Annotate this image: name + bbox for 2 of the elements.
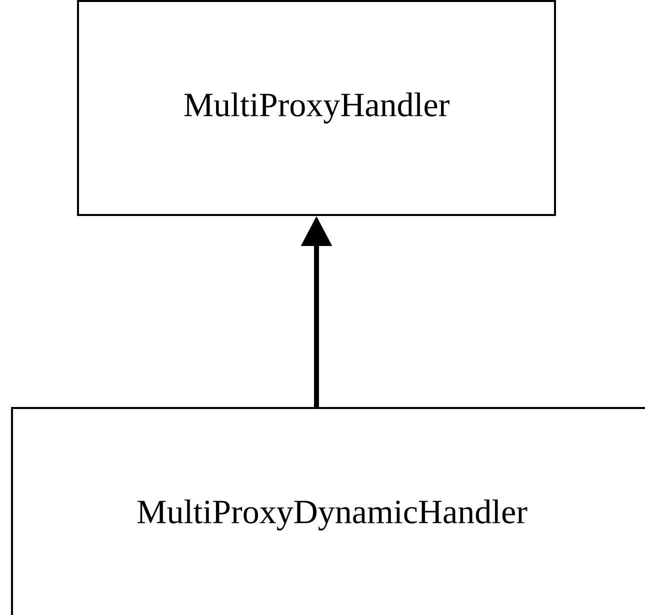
class-box: MultiProxyDynamicHandler — [11, 406, 645, 615]
class-box: MultiProxyHandler — [77, 0, 556, 216]
